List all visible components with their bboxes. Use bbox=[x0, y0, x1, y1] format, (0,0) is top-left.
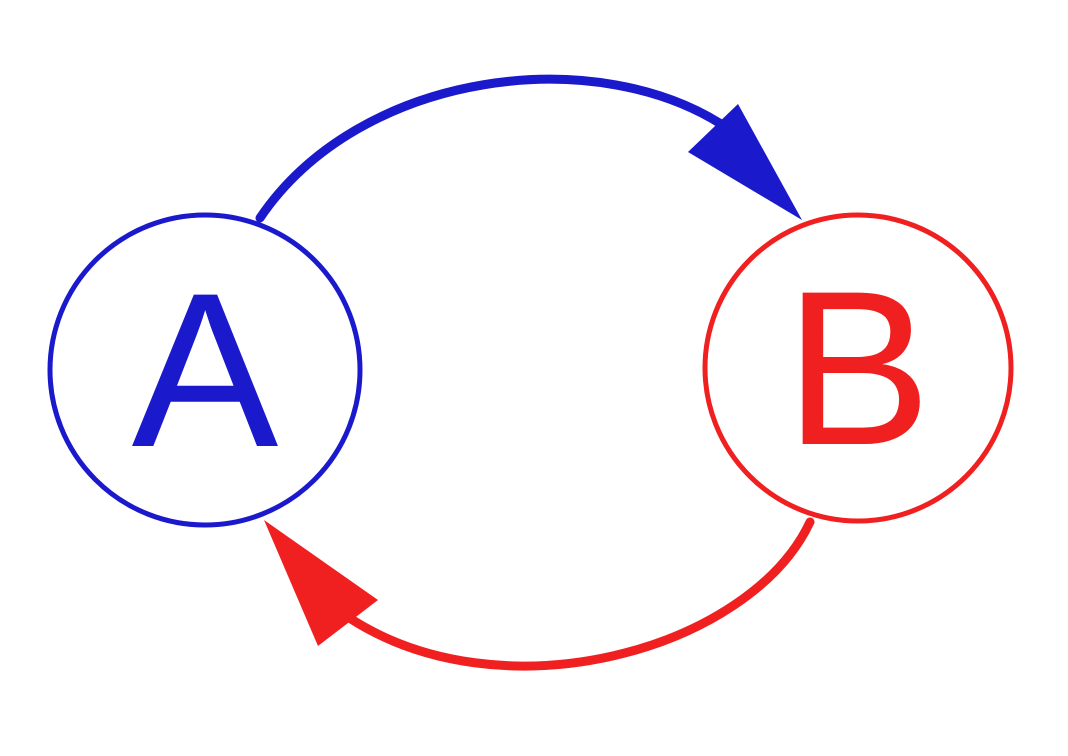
edge-a-to-b bbox=[255, 74, 735, 223]
arrowhead-a-to-b bbox=[688, 104, 802, 220]
node-b: B bbox=[702, 212, 1014, 524]
node-a-label: A bbox=[132, 247, 279, 493]
node-b-label: B bbox=[785, 245, 932, 491]
arrowhead-b-to-a bbox=[264, 520, 378, 646]
node-a: A bbox=[47, 212, 363, 528]
edge-b-to-a bbox=[340, 517, 815, 671]
node-a-circle bbox=[47, 212, 363, 528]
node-b-circle bbox=[702, 212, 1014, 524]
